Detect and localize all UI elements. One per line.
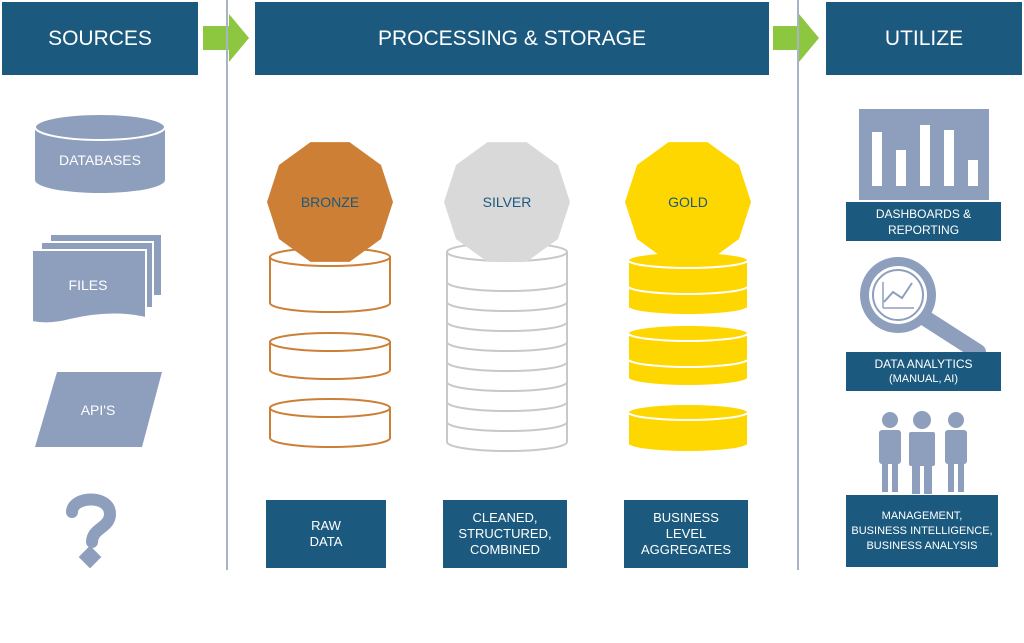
api-icon <box>35 372 162 447</box>
magnifier-icon <box>860 257 986 360</box>
users-icon <box>879 411 967 494</box>
arrow-right-icon <box>773 14 819 62</box>
header-sources: SOURCES <box>2 2 198 75</box>
bronze-coin <box>269 332 391 380</box>
silver-description: CLEANED, STRUCTURED, COMBINED <box>443 500 567 568</box>
source-apis-label: API'S <box>80 402 116 418</box>
coin-stacks <box>267 142 751 453</box>
bronze-coin-top-icon <box>267 142 393 262</box>
analytics-label: DATA ANALYTICS (MANUAL, AI) <box>846 352 1001 391</box>
gold-label: GOLD <box>668 194 708 210</box>
source-databases-label: DATABASES <box>59 152 141 168</box>
question-mark-icon <box>66 493 117 569</box>
header-utilize: UTILIZE <box>826 2 1022 75</box>
files-icon <box>31 233 163 325</box>
gold-coin-top-icon <box>625 142 751 262</box>
header-processing: PROCESSING & STORAGE <box>255 2 769 75</box>
gold-coin <box>627 403 749 453</box>
bronze-description: RAW DATA <box>266 500 386 568</box>
silver-coin-top-icon <box>444 142 570 262</box>
gold-coin <box>627 324 749 368</box>
gold-description: BUSINESS LEVEL AGGREGATES <box>624 500 748 568</box>
divider-right <box>797 0 799 570</box>
bronze-coin <box>269 398 391 448</box>
silver-label: SILVER <box>482 194 532 210</box>
source-files-label: FILES <box>68 277 108 293</box>
divider-left <box>226 0 228 570</box>
database-icon <box>34 113 166 193</box>
bar-chart-icon <box>859 109 989 200</box>
bronze-label: BRONZE <box>300 194 360 210</box>
dashboards-label: DASHBOARDS & REPORTING <box>846 202 1001 241</box>
users-label: MANAGEMENT, BUSINESS INTELLIGENCE, BUSIN… <box>846 495 998 567</box>
